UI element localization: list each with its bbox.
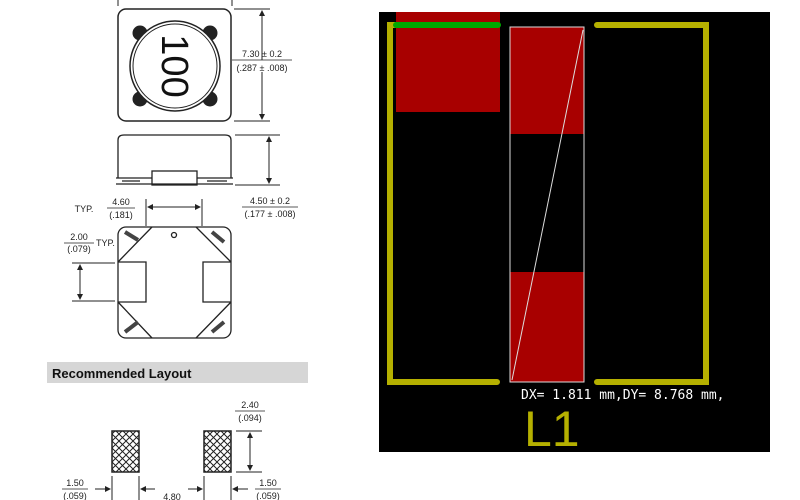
- length-dim-mm: 7.30 ± 0.2: [242, 49, 282, 59]
- terminal-width-in: (.181): [109, 210, 133, 220]
- pad-height-mm: 2.40: [241, 400, 259, 410]
- terminal-width-prefix: TYP.: [75, 204, 94, 214]
- bottom-view: [117, 226, 232, 339]
- terminal-width-mm: 4.60: [112, 197, 130, 207]
- top-view: 100: [117, 0, 270, 122]
- terminal-length-mm: 2.00: [70, 232, 88, 242]
- side-view: [116, 134, 280, 186]
- pcb-view[interactable]: DX= 1.811 mm,DY= 8.768 mm, L1: [379, 12, 770, 457]
- terminal-length-suffix: TYP.: [96, 238, 115, 248]
- reference-designator: L1: [524, 401, 580, 457]
- length-dim-in: (.287 ± .008): [237, 63, 288, 73]
- terminal-length-in: (.079): [67, 244, 91, 254]
- measure-line: [511, 29, 584, 381]
- pad-2-top[interactable]: [510, 27, 584, 134]
- selection-box: [509, 26, 585, 383]
- pad-2-bottom[interactable]: [510, 272, 584, 382]
- silkscreen-outline: [387, 22, 709, 385]
- part-marking: 100: [153, 34, 195, 97]
- layout-title-banner: [47, 362, 308, 383]
- pad-right: [203, 430, 232, 473]
- pad-1[interactable]: [396, 12, 500, 112]
- pad-width-left-mm: 1.50: [66, 478, 84, 488]
- height-dim-in: (.177 ± .008): [245, 209, 296, 219]
- pad-width-left-in: (.059): [63, 491, 87, 500]
- measure-readout: DX= 1.811 mm,DY= 8.768 mm,: [521, 388, 725, 403]
- pad-width-right-mm: 1.50: [259, 478, 277, 488]
- pad-left: [111, 430, 140, 473]
- pad-height-in: (.094): [238, 413, 262, 423]
- pad-width-right-in: (.059): [256, 491, 280, 500]
- layout-title: Recommended Layout: [52, 366, 192, 381]
- pad-gap-mm: 4.80: [163, 492, 181, 500]
- height-dim-mm: 4.50 ± 0.2: [250, 196, 290, 206]
